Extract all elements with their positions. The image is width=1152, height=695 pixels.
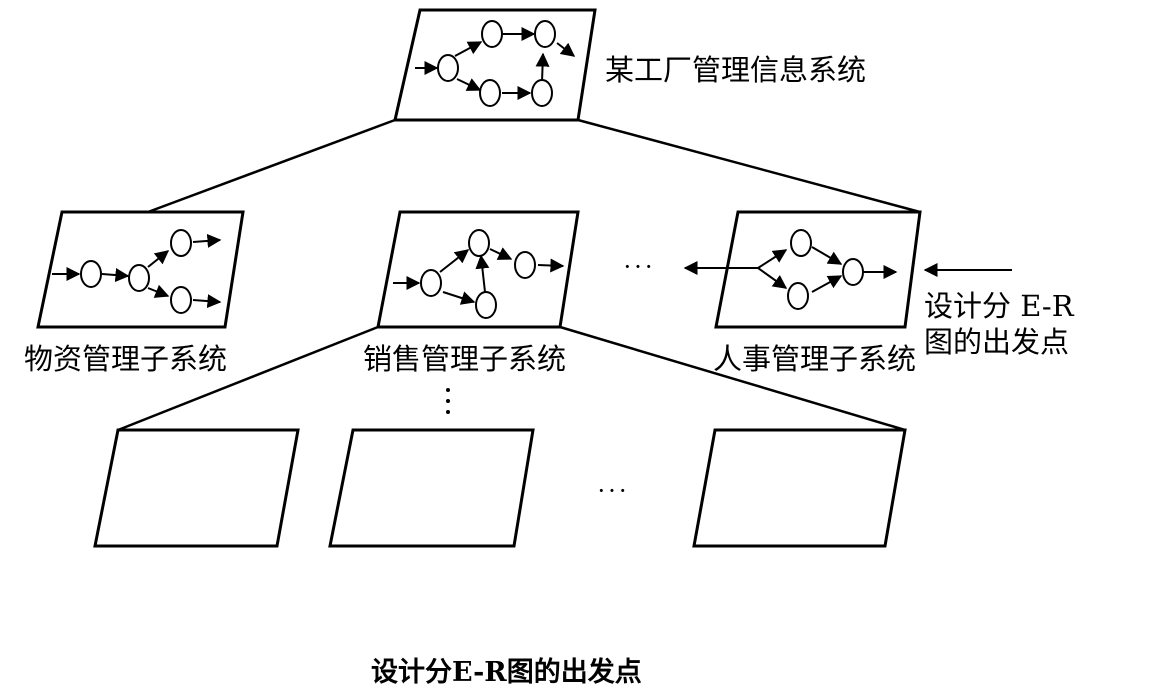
entity-node: [479, 79, 501, 107]
connector-top-right: [577, 118, 921, 214]
empty-box: [93, 428, 300, 548]
ellipsis-bottom-row: ···: [597, 476, 629, 505]
entity-node: [787, 282, 809, 310]
entity-node: [534, 20, 556, 48]
entity-node: [437, 54, 459, 82]
connector-sales-left: [117, 325, 379, 432]
entity-node: [531, 79, 553, 107]
empty-box: [328, 428, 535, 548]
bottom-boxes: [93, 428, 907, 548]
parallelogram: [714, 210, 922, 329]
personnel-subsystem-label: 人事管理子系统: [713, 342, 917, 376]
entity-node: [842, 258, 864, 286]
personnel-subsystem-box: [683, 210, 922, 329]
connector-lines: [117, 118, 921, 432]
sales-subsystem-label: 销售管理子系统: [363, 342, 567, 376]
entity-node: [514, 251, 536, 279]
entity-node: [420, 269, 442, 297]
start-point-label-line2: 图的出发点: [924, 325, 1070, 359]
entity-node: [170, 286, 192, 314]
ellipsis-middle-row: ···: [623, 252, 655, 281]
top-system-box: [393, 8, 597, 122]
entity-node: [481, 20, 503, 48]
connector-sales-right: [559, 325, 906, 432]
materials-subsystem-label: 物资管理子系统: [24, 342, 228, 376]
entity-node: [80, 260, 102, 288]
empty-box: [692, 428, 907, 548]
connector-top-left: [147, 118, 396, 214]
top-system-label: 某工厂管理信息系统: [605, 53, 867, 87]
materials-subsystem-box: [36, 210, 245, 329]
figure-caption: 设计分E-R图的出发点: [371, 657, 642, 688]
entity-node: [170, 229, 192, 257]
sales-subsystem-box: [376, 210, 580, 329]
parallelogram: [376, 210, 580, 329]
entity-node: [790, 229, 812, 257]
start-point-label-line1: 设计分 E-R: [924, 289, 1074, 323]
vertical-ellipsis: [444, 388, 452, 421]
entity-node: [128, 264, 150, 292]
entity-node: [468, 229, 490, 257]
entity-node: [475, 291, 497, 319]
